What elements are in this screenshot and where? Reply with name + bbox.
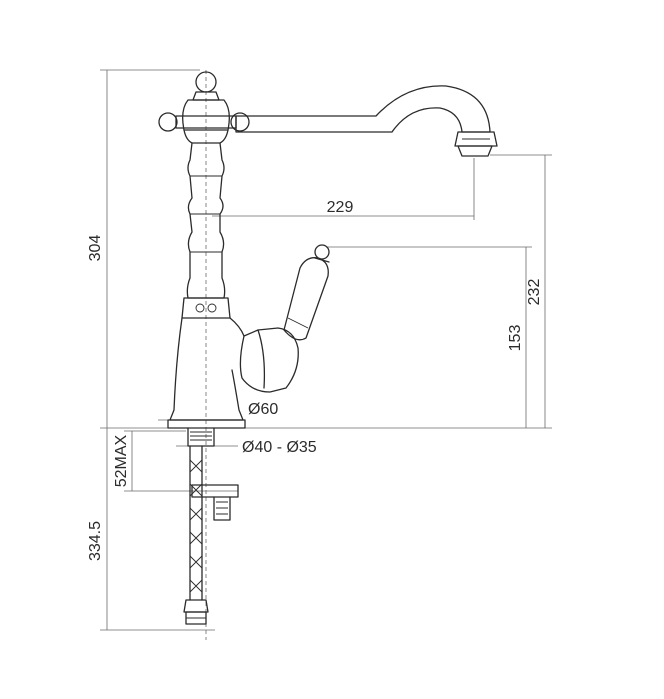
dimension-lever-height: 153	[507, 325, 524, 352]
dimension-labels: 304 229 232 153 Ø60 Ø40 - Ø35 52MAX 334.…	[87, 199, 543, 561]
dimension-hole-diameter: Ø40 - Ø35	[242, 439, 317, 456]
dimension-base-diameter: Ø60	[248, 401, 278, 418]
lever-handle	[239, 244, 330, 393]
shank-and-hoses	[183, 427, 239, 625]
dimension-spout-reach: 229	[327, 199, 354, 216]
dimension-spout-height: 232	[526, 279, 543, 306]
spout	[235, 85, 498, 157]
dimension-hose-length: 334.5	[87, 521, 104, 561]
dimension-total-height: 304	[87, 235, 104, 262]
dimension-max-deck-thickness: 52MAX	[113, 434, 130, 487]
